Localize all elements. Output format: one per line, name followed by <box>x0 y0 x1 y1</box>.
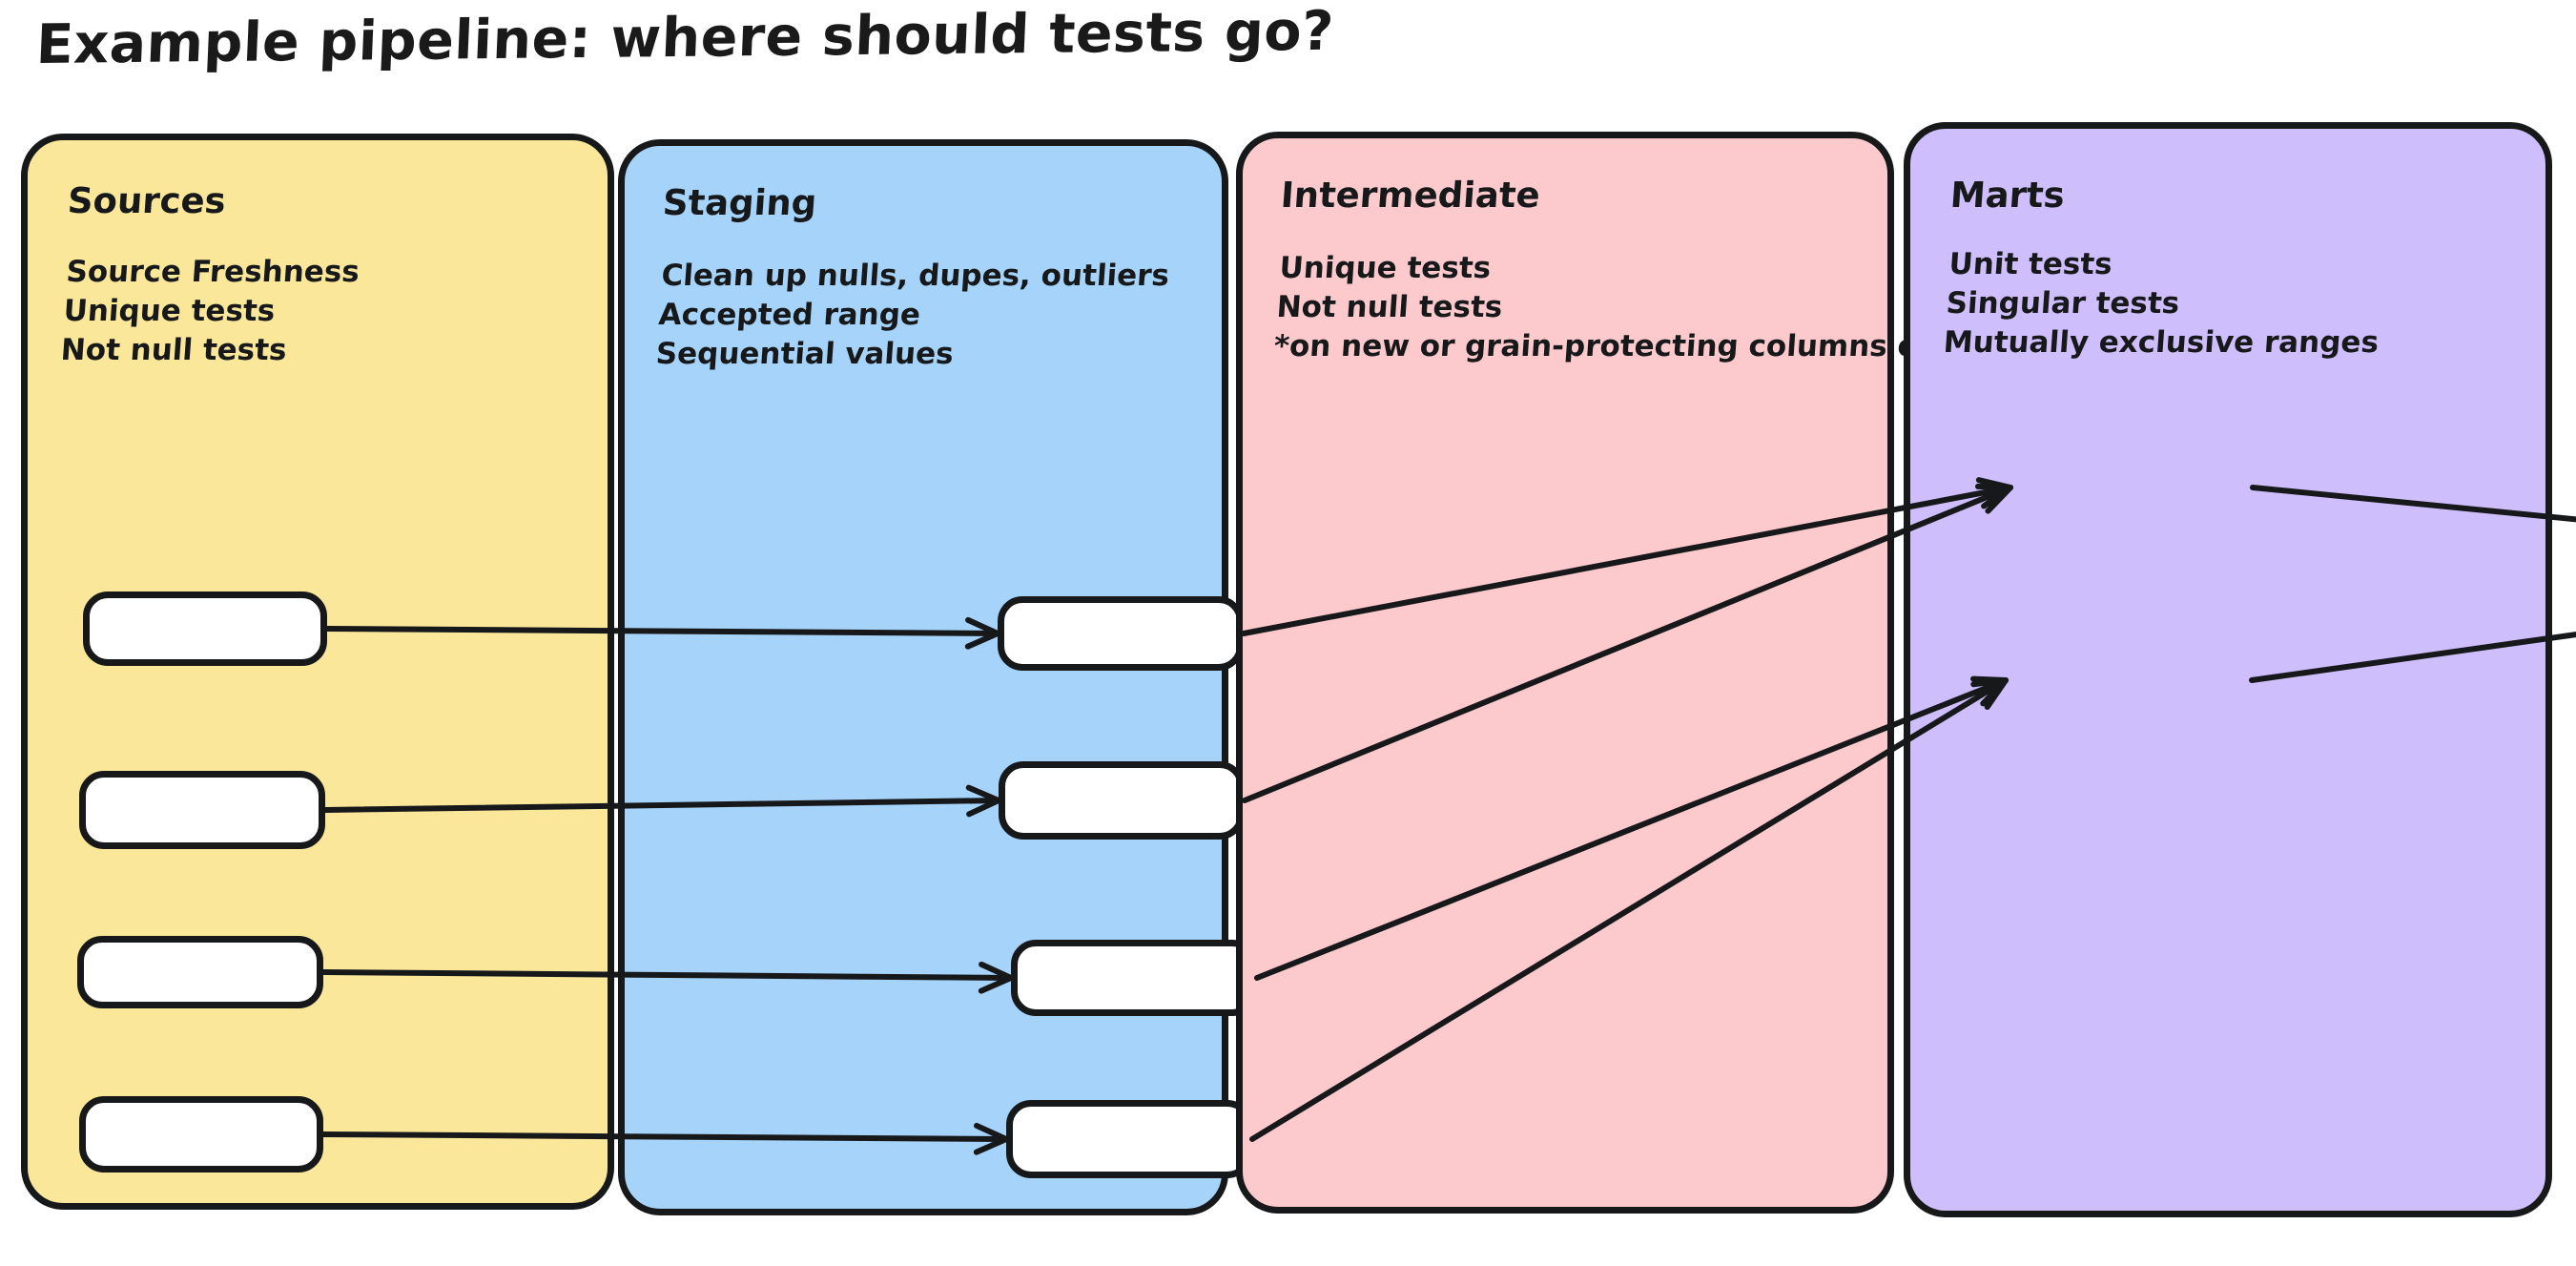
lane-notes-marts: Unit tests Singular tests Mutually exclu… <box>1942 245 2385 363</box>
lane-note: *on new or grain-protecting columns only <box>1272 328 1970 363</box>
lane-note: Not null tests <box>1275 289 1504 324</box>
node-source-4[interactable] <box>79 1096 323 1173</box>
lane-title-staging: Staging <box>661 182 818 223</box>
node-source-2[interactable] <box>79 771 325 849</box>
lane-note: Singular tests <box>1945 285 2181 321</box>
lane-note: Mutually exclusive ranges <box>1942 324 2380 360</box>
lane-marts: Marts Unit tests Singular tests Mutually… <box>1904 122 2552 1217</box>
lane-notes-sources: Source Freshness Unique tests Not null t… <box>59 253 361 370</box>
lane-title-marts: Marts <box>1948 175 2067 216</box>
lane-intermediate: Intermediate Unique tests Not null tests… <box>1236 132 2253 1214</box>
lane-note: Clean up nulls, dupes, outliers <box>660 259 1171 293</box>
lane-note: Sequential values <box>654 336 955 371</box>
page-title: Example pipeline: where should tests go? <box>34 0 1336 76</box>
lane-note: Not null tests <box>59 332 288 367</box>
lane-note: Source Freshness <box>65 255 361 289</box>
node-staging-4[interactable] <box>1006 1100 1252 1178</box>
lane-note: Unique tests <box>1278 251 1493 285</box>
lane-title-intermediate: Intermediate <box>1279 175 1542 216</box>
lane-title-sources: Sources <box>66 180 228 221</box>
lane-note: Unit tests <box>1947 247 2113 281</box>
node-staging-3[interactable] <box>1011 940 1257 1016</box>
lane-staging: Staging Clean up nulls, dupes, outliers … <box>618 139 1257 1215</box>
lane-note: Unique tests <box>62 293 277 328</box>
lane-notes-staging: Clean up nulls, dupes, outliers Accepted… <box>654 257 1171 374</box>
node-source-1[interactable] <box>83 591 327 666</box>
lane-sources: Sources Source Freshness Unique tests No… <box>21 134 614 1210</box>
node-staging-1[interactable] <box>998 596 1244 671</box>
node-source-3[interactable] <box>77 936 323 1008</box>
node-staging-2[interactable] <box>999 761 1245 840</box>
lane-note: Accepted range <box>657 297 922 332</box>
lane-notes-intermediate: Unique tests Not null tests *on new or g… <box>1272 249 1975 366</box>
